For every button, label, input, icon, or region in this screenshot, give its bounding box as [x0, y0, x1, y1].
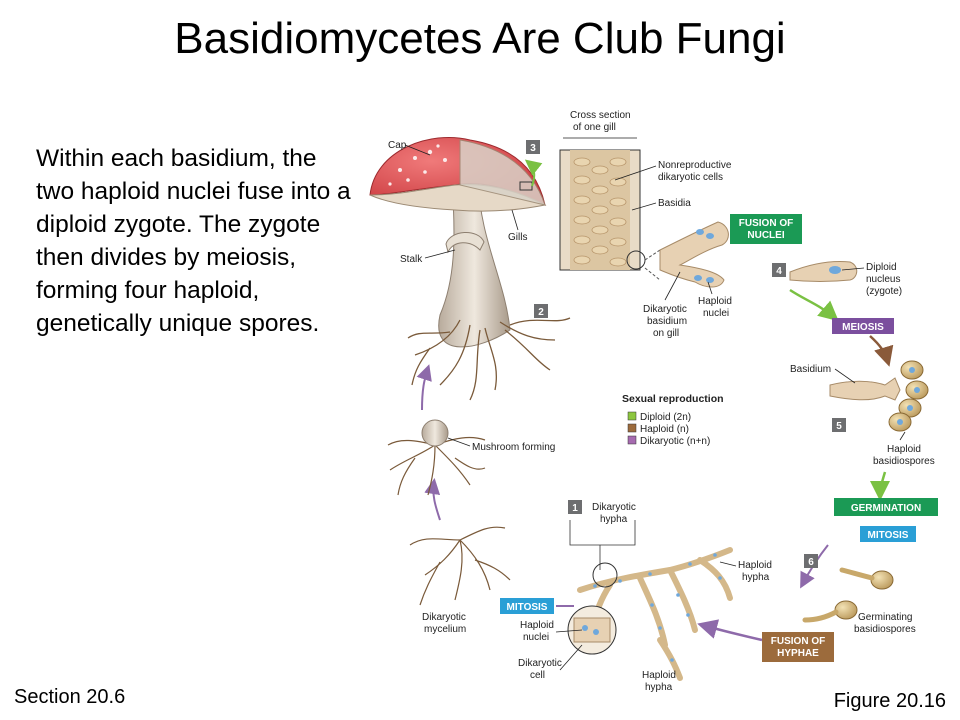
nonreproductive-label-2: dikaryotic cells [658, 172, 723, 183]
haploid-nuclei-bottom-label-1: Haploid [520, 620, 554, 631]
step-box-2: 2 [534, 304, 548, 318]
step-box-3: 3 [526, 140, 540, 154]
svg-text:6: 6 [808, 557, 814, 568]
germination-tag: GERMINATION [834, 498, 938, 516]
haploid-basidiospores-label-1: Haploid [887, 444, 921, 455]
dikaryotic-basidium-label-3: on gill [653, 328, 679, 339]
diploid-nucleus-label-3: (zygote) [866, 286, 902, 297]
cap-label: Cap [388, 140, 407, 151]
haploid-nuclei-bottom-label-2: nuclei [523, 632, 549, 643]
dikaryotic-mycelium-label-1: Dikaryotic [422, 612, 466, 623]
svg-text:NUCLEI: NUCLEI [747, 230, 784, 241]
germinating-label-1: Germinating [858, 612, 912, 623]
haploid-nuclei-label-2: nuclei [703, 308, 729, 319]
basidium-label: Basidium [790, 364, 831, 375]
germinating-label-2: basidiospores [854, 624, 916, 635]
svg-text:MEIOSIS: MEIOSIS [842, 322, 884, 333]
fusion-of-hyphae-tag: FUSION OF HYPHAE [762, 632, 834, 662]
diploid-nucleus-label-2: nucleus [866, 274, 900, 285]
cross-section-label-2: of one gill [573, 122, 616, 133]
cross-section-label-1: Cross section [570, 110, 631, 121]
dikaryotic-hypha-label-1: Dikaryotic [592, 502, 636, 513]
step-box-1: 1 [568, 500, 582, 514]
svg-text:MITOSIS: MITOSIS [868, 530, 909, 541]
svg-text:2: 2 [538, 307, 544, 318]
fusion-of-nuclei-tag: FUSION OF NUCLEI [730, 214, 802, 244]
mitosis-left-tag: MITOSIS [500, 598, 554, 614]
legend-title: Sexual reproduction [622, 393, 724, 405]
dikaryotic-cell-label-1: Dikaryotic [518, 658, 562, 669]
diploid-nucleus-label-1: Diploid [866, 262, 897, 273]
mitosis-right-tag: MITOSIS [860, 526, 916, 542]
svg-text:GERMINATION: GERMINATION [851, 503, 921, 514]
legend-item-dikaryotic: Dikaryotic (n+n) [640, 436, 710, 447]
dikaryotic-mycelium-label-2: mycelium [424, 624, 466, 635]
basidia-label: Basidia [658, 198, 691, 209]
haploid-basidiospores-label-2: basidiospores [873, 456, 935, 467]
svg-text:3: 3 [530, 143, 536, 154]
mushroom-illustration [369, 136, 571, 401]
haploid-hypha-label-1: Haploid [738, 560, 772, 571]
haploid-hypha-bottom-label-2: hypha [645, 682, 673, 693]
dikaryotic-cell-label-2: cell [530, 670, 545, 681]
nonreproductive-label-1: Nonreproductive [658, 160, 732, 171]
section-label: Section 20.6 [14, 686, 126, 708]
step-box-4: 4 [772, 263, 786, 277]
svg-text:HYPHAE: HYPHAE [777, 648, 819, 659]
basidium-with-spores [829, 360, 929, 432]
dikaryotic-basidium [644, 221, 729, 288]
svg-text:FUSION OF: FUSION OF [771, 636, 825, 647]
haploid-nuclei-label-1: Haploid [698, 296, 732, 307]
svg-text:4: 4 [776, 266, 782, 277]
dikaryotic-basidium-label-1: Dikaryotic [643, 304, 687, 315]
slide-title: Basidiomycetes Are Club Fungi [174, 14, 786, 63]
svg-text:1: 1 [572, 503, 578, 514]
haploid-hypha-bottom-label-1: Haploid [642, 670, 676, 681]
body-text: Within each basidium, the two haploid nu… [36, 145, 351, 337]
life-cycle-diagram: Cap Gills Stalk Cross section of one gil… [369, 110, 938, 693]
hyphae-nuclei [593, 553, 722, 662]
figure-label: Figure 20.16 [833, 690, 946, 712]
mushroom-forming-label: Mushroom forming [472, 442, 555, 453]
dikaryotic-hypha-label-2: hypha [600, 514, 628, 525]
step-box-6: 6 [804, 554, 818, 568]
diploid-basidium [789, 261, 858, 282]
legend: Sexual reproduction Diploid (2n) Haploid… [622, 393, 724, 447]
stalk-label: Stalk [400, 254, 423, 265]
svg-text:5: 5 [836, 421, 842, 432]
mushroom-forming [387, 419, 486, 496]
meiosis-tag: MEIOSIS [832, 318, 894, 334]
haploid-hypha-label-2: hypha [742, 572, 770, 583]
legend-item-haploid: Haploid (n) [640, 424, 689, 435]
dikaryotic-mycelium [409, 526, 511, 606]
svg-text:MITOSIS: MITOSIS [507, 602, 548, 613]
dikaryotic-basidium-label-2: basidium [647, 316, 687, 327]
legend-item-diploid: Diploid (2n) [640, 412, 691, 423]
germinating-spores [802, 567, 894, 623]
svg-text:FUSION OF: FUSION OF [739, 218, 793, 229]
gills-label: Gills [508, 232, 527, 243]
step-box-5: 5 [832, 418, 846, 432]
gill-cross-section [559, 149, 646, 271]
